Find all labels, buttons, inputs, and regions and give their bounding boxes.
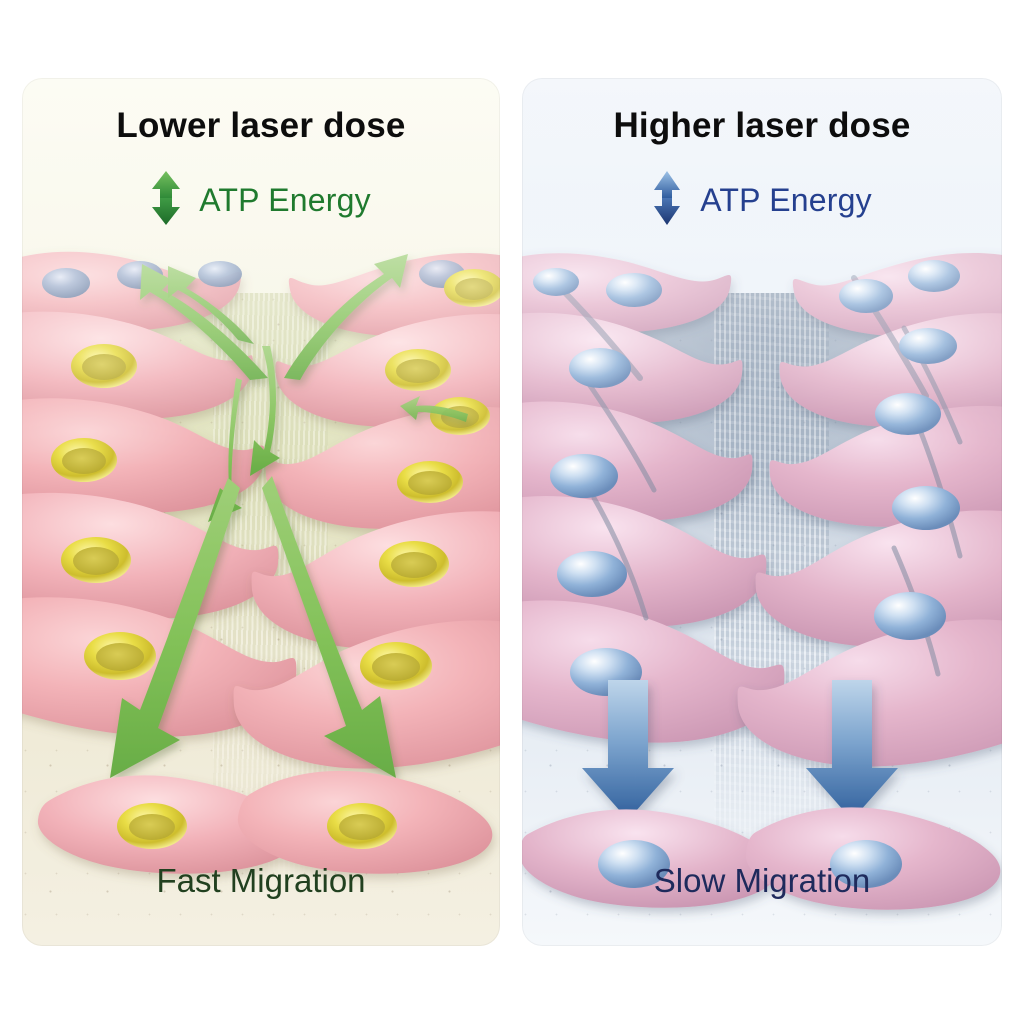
cell-illustration-right bbox=[522, 78, 1002, 946]
up-down-arrow-icon bbox=[151, 170, 181, 231]
panel-lower-laser-dose: Lower laser dose ATP Energy bbox=[22, 78, 500, 946]
atp-energy-label: ATP Energy bbox=[700, 182, 872, 218]
atp-energy-label: ATP Energy bbox=[199, 182, 371, 218]
migration-outcome-label-right: Slow Migration bbox=[653, 862, 871, 899]
panel-higher-laser-dose: Higher laser dose ATP Energy bbox=[522, 78, 1002, 946]
up-down-arrow-icon bbox=[652, 170, 682, 231]
panel-title-lower-dose: Lower laser dose bbox=[116, 106, 406, 145]
atp-energy-row-higher: ATP Energy bbox=[522, 170, 1002, 231]
migration-outcome-label-left: Fast Migration bbox=[156, 862, 366, 899]
atp-energy-row-lower: ATP Energy bbox=[22, 170, 500, 231]
panel-title-higher-dose: Higher laser dose bbox=[613, 106, 911, 145]
cell-illustration-left bbox=[22, 78, 500, 946]
